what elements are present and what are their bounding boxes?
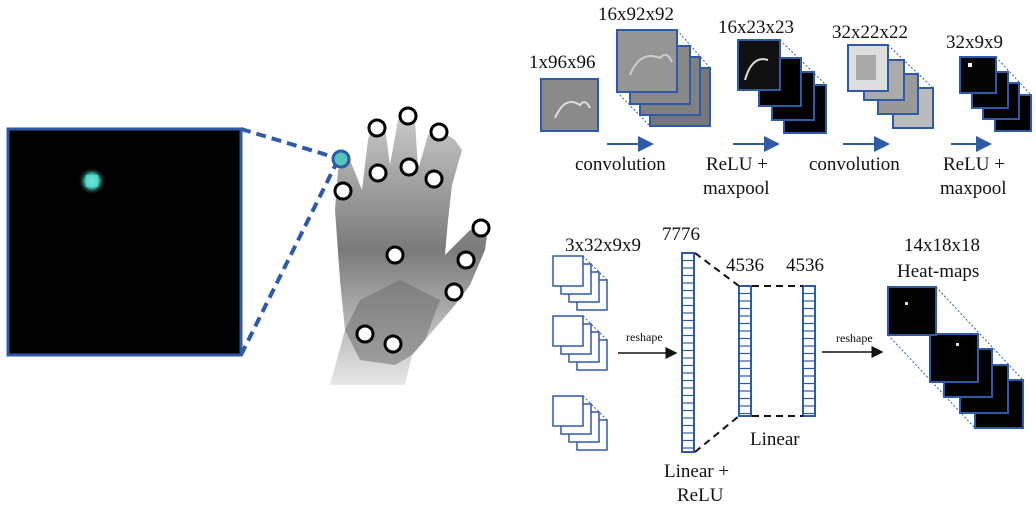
heatmap-stack [887, 286, 1024, 429]
feature-map-stack [959, 56, 1032, 132]
cube-stack [552, 395, 608, 451]
reshape-label: reshape [626, 330, 663, 344]
feature-map-stack [737, 39, 827, 134]
dim-label: 32x9x9 [946, 32, 1003, 53]
reshape-label: reshape [836, 331, 873, 345]
dim-label: 16x23x23 [718, 17, 794, 38]
bottom-pipeline: 3x32x9x9 reshape 7776 45 [552, 224, 1024, 506]
joint-marker [444, 282, 464, 302]
output-name-label: Heat-maps [897, 261, 979, 282]
joint-marker [355, 324, 375, 344]
linear-relu-label: Linear + [664, 461, 729, 482]
fc-layer-outline [681, 252, 695, 453]
joint-marker [471, 218, 491, 238]
op-label: convolution [575, 154, 666, 175]
feature-map-stack [540, 78, 599, 132]
fc-size-label: 4536 [786, 255, 824, 276]
op-label: ReLU + [706, 154, 768, 175]
joint-marker [424, 169, 444, 189]
joint-marker [398, 106, 418, 126]
joint-marker-highlighted [331, 149, 351, 169]
fc-connectors [694, 252, 803, 453]
joint-marker [333, 181, 353, 201]
fc-layer-7776 [681, 252, 695, 453]
fc-layer-outline [802, 285, 816, 417]
fc-layer-4536-a [738, 285, 752, 417]
joint-marker [383, 334, 403, 354]
fc-layer-4536-b [802, 285, 816, 417]
op-label: maxpool [703, 178, 770, 199]
dim-label: 32x22x22 [832, 22, 908, 43]
feature-map-stack [847, 44, 934, 129]
output-dim-label: 14x18x18 [904, 235, 980, 256]
joint-marker [399, 157, 419, 177]
dim-label: 1x96x96 [529, 52, 596, 73]
joint-marker [367, 118, 387, 138]
joint-marker [368, 163, 388, 183]
input-dim-label: 3x32x9x9 [565, 235, 641, 256]
top-pipeline: 1x96x96 16x92x92 16x23x23 32x22x22 [529, 4, 1032, 199]
linear-label: Linear [750, 429, 800, 450]
fc-size-label: 7776 [662, 224, 700, 245]
zoom-connector-lines [239, 127, 339, 356]
op-label: maxpool [940, 178, 1007, 199]
feature-map-stack [616, 29, 711, 127]
fc-size-label: 4536 [726, 255, 764, 276]
linear-relu-label: ReLU [677, 485, 724, 506]
hand-depth-image [330, 115, 488, 385]
op-label: convolution [809, 154, 900, 175]
op-label: ReLU + [943, 154, 1005, 175]
dim-label: 16x92x92 [598, 4, 674, 25]
joint-marker [385, 245, 405, 265]
joint-marker [429, 122, 449, 142]
joint-marker [456, 250, 476, 270]
fc-layer-outline [738, 285, 752, 417]
zoomed-heatmap [6, 127, 243, 357]
hand-joint-markers [331, 106, 491, 354]
cube-stack [552, 255, 608, 311]
cube-stack [552, 315, 608, 371]
